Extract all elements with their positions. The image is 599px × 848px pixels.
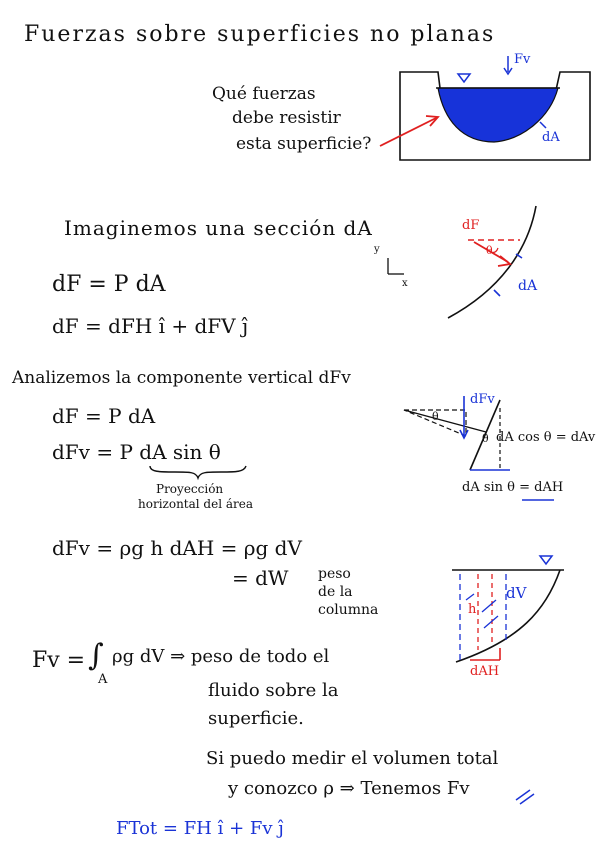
section-intro: Imaginemos una sección dA	[64, 216, 373, 240]
da-sin-label: dA sin θ = dAH	[462, 480, 564, 495]
equation-df-components: dF = dFH î + dFV ĵ	[52, 314, 249, 338]
brace-note-1: Proyección	[156, 482, 224, 496]
vertical-heading: Analizemos la componente vertical dFv	[12, 368, 351, 388]
da-cos-label: dA cos θ = dAv	[496, 430, 596, 445]
conclusion-line2: y conozco ρ ⇒ Tenemos Fv	[228, 778, 470, 799]
integral-sign: ∫	[88, 638, 104, 673]
brace-note-2: horizontal del área	[138, 497, 254, 511]
da-curve-label: dA	[518, 278, 538, 294]
fv-label: Fv	[514, 52, 531, 67]
vertical-eq2: dFv = P dA sin θ	[52, 440, 221, 464]
question-line2: debe resistir	[232, 108, 341, 128]
question-line1: Qué fuerzas	[212, 84, 316, 104]
theta-2: θ	[482, 432, 489, 445]
weight-eq1: dFv = ρg h dAH = ρg dV	[52, 536, 302, 560]
integral-line3: superficie.	[208, 708, 304, 729]
df-label: dF	[462, 218, 480, 233]
theta-label: θ	[486, 244, 493, 257]
dfv-label: dFv	[470, 392, 495, 407]
weight-note-1: peso	[318, 566, 351, 582]
equation-df: dF = P dA	[52, 272, 166, 297]
h-label: h	[468, 602, 477, 617]
weight-note-3: columna	[318, 602, 379, 618]
page-title: Fuerzas sobre superficies no planas	[24, 22, 496, 47]
da-label: dA	[542, 130, 560, 145]
weight-note-2: de la	[318, 584, 353, 600]
dah-label: dAH	[470, 664, 500, 679]
theta-1: θ	[432, 410, 439, 423]
axis-y-label: y	[374, 244, 380, 255]
axis-x-label: x	[402, 278, 408, 289]
weight-eq2: = dW	[232, 566, 289, 590]
integral-sub: A	[98, 672, 108, 687]
integral-line2: fluido sobre la	[208, 680, 339, 701]
integral-lhs: Fv =	[32, 648, 86, 673]
integral-rhs: ρg dV ⇒ peso de todo el	[112, 646, 330, 667]
final-equation: FTot = FH î + Fv ĵ	[116, 818, 284, 839]
conclusion-line1: Si puedo medir el volumen total	[206, 748, 499, 769]
vertical-eq1: dF = P dA	[52, 404, 156, 428]
question-line3: esta superficie?	[236, 134, 372, 154]
dv-label: dV	[506, 584, 527, 602]
